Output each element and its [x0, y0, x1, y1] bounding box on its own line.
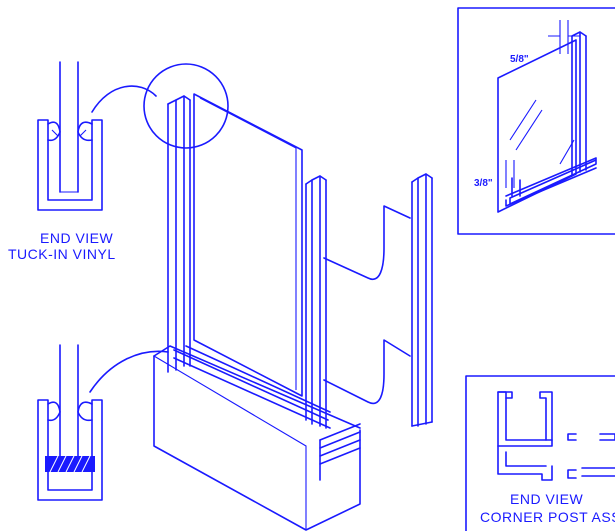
end-view-label-group: END VIEW TUCK-IN VINYL [8, 230, 116, 262]
detail-circle [143, 63, 229, 149]
main-assembly [143, 63, 433, 531]
dimension-top-label: 5/8" [510, 54, 529, 65]
corner-post-label: CORNER POST ASS [480, 509, 615, 525]
end-view-tuck-in-detail [37, 61, 157, 211]
corner-post-detail-box: END VIEW CORNER POST ASS [465, 375, 615, 531]
end-view-label: END VIEW [40, 230, 114, 246]
tuck-in-vinyl-label: TUCK-IN VINYL [8, 246, 116, 262]
dimension-bottom-label: 3/8" [474, 178, 493, 189]
end-view-base-detail [37, 344, 169, 501]
corner-end-view-label: END VIEW [510, 491, 584, 507]
dimension-detail-box: 5/8" 3/8" [457, 7, 615, 235]
